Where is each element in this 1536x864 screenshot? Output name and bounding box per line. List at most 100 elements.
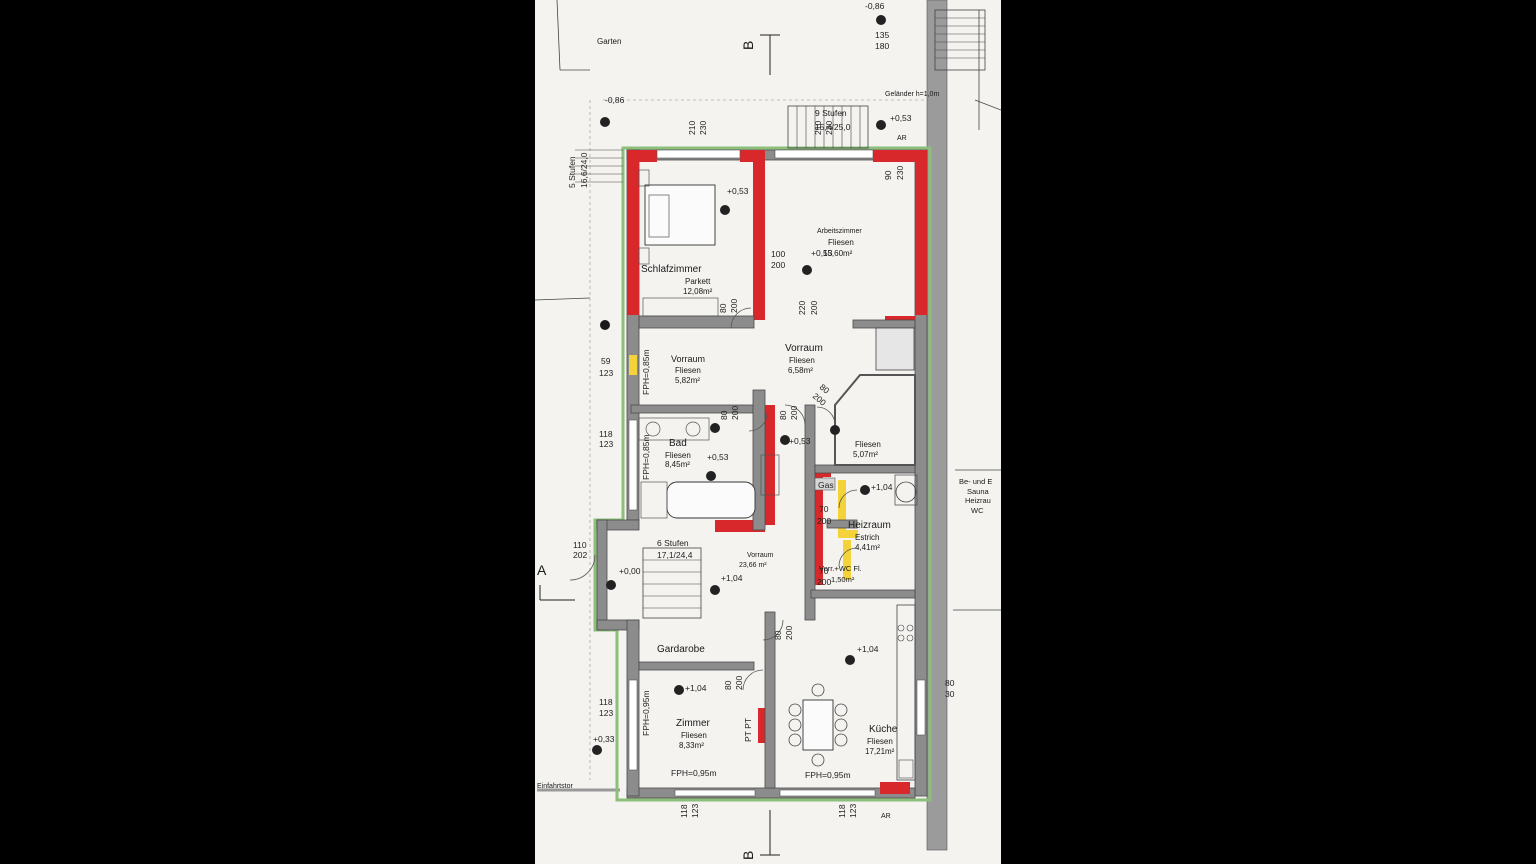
floor-plan-drawing: Garten Geländer h=1,0m Einfahrtstor B B … [535,0,1001,864]
svg-text:17,1/24,4: 17,1/24,4 [657,550,693,560]
svg-text:90: 90 [883,170,893,180]
svg-text:+0,33: +0,33 [593,734,615,744]
svg-text:210: 210 [687,121,697,135]
svg-text:FPH=0,95m: FPH=0,95m [805,770,851,780]
svg-text:230: 230 [895,166,905,180]
stair-labels: 9 Stufen 15,4/25,0 5 Stufen 16,6/24,0 6 … [567,108,851,560]
dimension-labels: 135 180 210 230 210 230 90 230 100 200 2… [573,30,955,818]
door-swings [569,307,858,691]
stair-left [575,149,623,183]
section-markers [539,34,780,856]
label-garden: Garten [597,37,621,46]
svg-text:Fliesen: Fliesen [855,440,881,449]
svg-text:200: 200 [809,301,819,315]
svg-text:59: 59 [601,356,611,366]
svg-text:+1,04: +1,04 [857,644,879,654]
svg-text:230: 230 [698,121,708,135]
svg-text:80: 80 [778,410,788,420]
svg-text:15,4/25,0: 15,4/25,0 [815,122,851,132]
svg-text:210: 210 [813,121,823,135]
level-labels: -0,86 -0,86 +0,53 +0,53 +0,53 +0,53 +0,5… [593,1,912,744]
label-railing: Geländer h=1,0m [885,91,939,98]
svg-text:180: 180 [875,41,889,51]
svg-text:6,58m²: 6,58m² [788,366,813,375]
room-arbeitszimmer: Arbeitszimmer Fliesen 15,60m² [817,228,862,258]
room-schlafzimmer: Schlafzimmer Parkett 12,08m² [641,264,713,296]
svg-text:1,50m²: 1,50m² [831,575,855,584]
floor-plan-sheet: Garten Geländer h=1,0m Einfahrtstor B B … [535,0,1001,864]
stair-inner [642,547,702,619]
svg-text:FPH=0,95m: FPH=0,95m [671,768,717,778]
svg-text:Fliesen: Fliesen [665,451,691,460]
room-heizraum: Heizraum Estrich 4,41m² [848,520,891,552]
svg-text:WC: WC [971,506,984,515]
windows [628,149,926,797]
section-label-a: A [537,562,547,578]
svg-text:Vorraum: Vorraum [671,354,705,364]
svg-text:17,21m²: 17,21m² [865,747,895,756]
svg-text:118: 118 [599,429,613,439]
svg-text:+0,53: +0,53 [789,436,811,446]
svg-text:220: 220 [797,301,807,315]
svg-text:Heizrau: Heizrau [965,496,991,505]
svg-text:+1,04: +1,04 [685,683,707,693]
svg-text:200: 200 [730,406,740,420]
svg-text:80: 80 [773,630,783,640]
svg-text:200: 200 [771,260,785,270]
svg-text:200: 200 [817,516,831,526]
svg-text:12,08m²: 12,08m² [683,287,713,296]
svg-text:5 Stufen: 5 Stufen [567,156,577,188]
svg-text:123: 123 [599,708,613,718]
label-gas: Gas [818,480,834,490]
svg-text:Sauna: Sauna [967,487,990,496]
svg-text:70: 70 [819,566,829,576]
svg-text:Vorraum: Vorraum [747,552,774,559]
room-vorraum-large: Vorraum 23,66 m² [739,552,774,569]
svg-text:80: 80 [723,680,733,690]
svg-text:123: 123 [599,368,613,378]
svg-text:Be- und E: Be- und E [959,477,992,486]
svg-text:Arbeitszimmer: Arbeitszimmer [817,228,862,235]
svg-text:Estrich: Estrich [855,533,879,542]
svg-text:Fliesen: Fliesen [867,737,893,746]
svg-text:230: 230 [824,121,834,135]
svg-text:+0,00: +0,00 [619,566,641,576]
svg-text:202: 202 [573,550,587,560]
svg-text:123: 123 [848,804,858,818]
svg-text:30: 30 [945,689,955,699]
svg-text:200: 200 [734,676,744,690]
svg-text:118: 118 [679,804,689,818]
svg-text:135: 135 [875,30,889,40]
svg-text:200: 200 [784,626,794,640]
svg-text:16,6/24,0: 16,6/24,0 [579,152,589,188]
svg-text:9 Stufen: 9 Stufen [815,108,847,118]
kitchen-counter [895,481,917,781]
label-ar-bottom: AR [881,813,891,820]
bed [638,169,719,317]
svg-text:123: 123 [690,804,700,818]
svg-text:80: 80 [945,678,955,688]
svg-text:8,33m²: 8,33m² [679,741,704,750]
svg-text:Zimmer: Zimmer [676,718,711,729]
svg-text:80: 80 [719,410,729,420]
svg-text:FPH=0,85m: FPH=0,85m [641,434,651,480]
svg-text:FPH=0,95m: FPH=0,95m [641,690,651,736]
svg-text:110: 110 [573,540,587,550]
svg-text:100: 100 [771,249,785,259]
svg-text:-0,86: -0,86 [865,1,885,11]
label-ar-top: AR [897,135,907,142]
room-zimmer: Zimmer Fliesen 8,33m² [676,718,711,750]
svg-text:4,41m²: 4,41m² [855,543,880,552]
room-bad: Bad Fliesen 8,45m² [665,438,691,469]
svg-text:Fliesen: Fliesen [675,366,701,375]
room-vorraum-mid: Vorraum Fliesen 6,58m² [785,343,823,375]
svg-text:Heizraum: Heizraum [848,520,891,531]
room-sauna: Fliesen 5,07m² [853,440,881,459]
svg-text:Vorraum: Vorraum [785,343,823,354]
svg-text:+1,04: +1,04 [721,573,743,583]
svg-text:Vorr.+WC Fl.: Vorr.+WC Fl. [819,564,862,573]
svg-text:70: 70 [819,504,829,514]
svg-text:+0,53: +0,53 [811,248,833,258]
level-markers [592,15,886,755]
